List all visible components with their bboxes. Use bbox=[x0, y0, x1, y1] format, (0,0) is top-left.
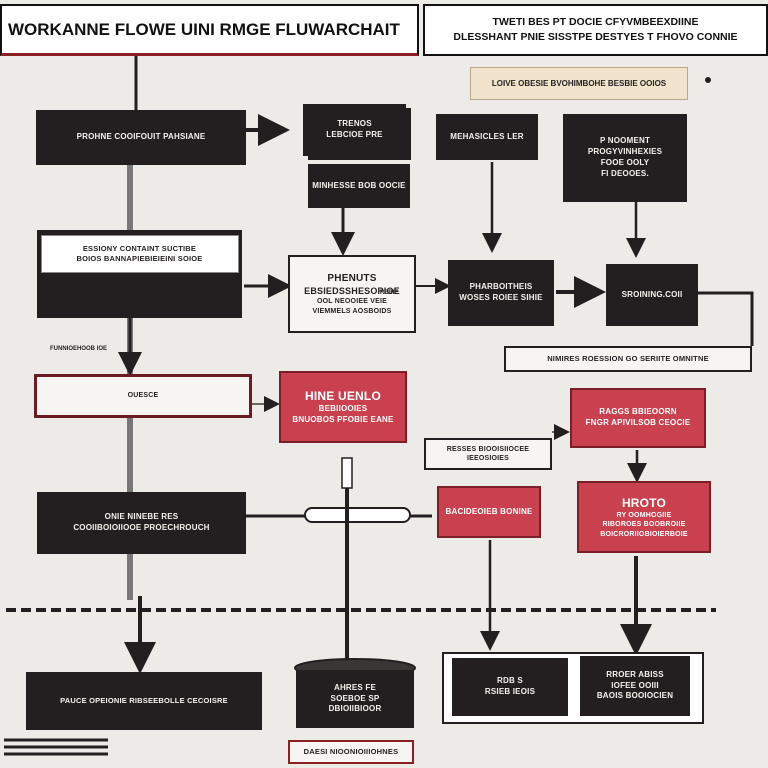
node-minhesse-label: MINHESSE BOB OOCIE bbox=[312, 180, 406, 190]
node-hroto-line2: RY OOMHOGIIE bbox=[616, 511, 672, 519]
node-hine-line1: HINE UENLO bbox=[304, 389, 381, 404]
node-phoments-line1: P NOOMENT bbox=[599, 136, 651, 146]
page-title-text: WORKANNE FLOWE UINI RMGE FLUWARCHAIT bbox=[8, 19, 400, 39]
node-raggs[interactable]: RAGGS BBIEOORN FNGR APIVILSOB CEOCIE bbox=[570, 388, 706, 448]
page-subtitle: TWETI BES PT DOCIE CFYVMBEEXDIINE DLESSH… bbox=[423, 4, 768, 56]
banner-note: LOIVE OBESIE BVOHIMBOHE BESBIE OOIOS bbox=[470, 67, 688, 100]
node-duee-line2: SOEBOE SP bbox=[330, 693, 380, 703]
node-essiony[interactable]: ESSIONY CONTAINT SUCTIBE BOIOS BANNAPIEB… bbox=[37, 230, 242, 318]
node-rdoe-line2: RSIEB IEOIS bbox=[484, 687, 536, 696]
node-essiony-line2: BOIOS BANNAPIEBIEIEINI SOIOE bbox=[76, 254, 203, 263]
node-rroer-line3: BAOIS BOOIOCIEN bbox=[596, 691, 674, 701]
node-phoments-line2: PROGYVINHEXIES bbox=[587, 147, 663, 157]
node-bottom-label[interactable]: DAESI NIOONIOIIIOHNES bbox=[288, 740, 414, 764]
left-side-label: FUNNIOEHOOB IOE bbox=[50, 346, 108, 352]
node-hroto-line1: HROTO bbox=[621, 495, 667, 510]
node-ouesce[interactable]: OUESCE bbox=[34, 374, 252, 418]
page-title: WORKANNE FLOWE UINI RMGE FLUWARCHAIT bbox=[0, 4, 419, 56]
node-phenuts-line4: VIEMMELS AOSBOIDS bbox=[312, 307, 392, 315]
node-onie-line1: ONIE NINEBE RES bbox=[104, 512, 179, 522]
pipe-cap bbox=[341, 457, 353, 489]
subtitle-line-2: DLESSHANT PNIE SISSTPE DESTYES T FHOVO C… bbox=[453, 31, 738, 43]
node-trenos[interactable]: TRENOS LEBCIOE PRE bbox=[303, 104, 406, 156]
banner-text: LOIVE OBESIE BVOHIMBOHE BESBIE OOIOS bbox=[491, 79, 667, 88]
node-raggs-line1: RAGGS BBIEOORN bbox=[599, 407, 677, 417]
node-rdoe-line1: RDB S bbox=[497, 676, 523, 686]
node-hine-line3: BNUOBOS PFOBIE EANE bbox=[292, 415, 394, 425]
node-hine-line2: BEBIIOOIES bbox=[318, 404, 368, 414]
node-hine[interactable]: HINE UENLO BEBIIOOIES BNUOBOS PFOBIE EAN… bbox=[279, 371, 407, 443]
node-duee-line1: AHRES FE bbox=[333, 682, 377, 692]
node-nimires-label: NIMIRES ROESSION GO SERIITE OMNITNE bbox=[547, 353, 709, 363]
node-essiony-panel: ESSIONY CONTAINT SUCTIBE BOIOS BANNAPIEB… bbox=[40, 235, 239, 273]
node-pharboit[interactable]: PHARBOITHEIS WOSES ROIEE SIHIE bbox=[448, 260, 554, 326]
node-resses-label: RESSES BIOOISIIOCEE IEEOSIOIES bbox=[446, 445, 530, 462]
node-trenos-line1: TRENOS bbox=[337, 119, 372, 129]
node-rroer-line1: RROER ABISS bbox=[606, 669, 664, 679]
node-prohine-label: PROHNE COOIFOUIT PAHSIANE bbox=[76, 132, 206, 142]
node-raggs-line2: FNGR APIVILSOB CEOCIE bbox=[585, 418, 691, 427]
line-sroine-right bbox=[698, 291, 754, 346]
node-duee-line3: DBIOIIBIOOR bbox=[328, 704, 382, 714]
node-sroine[interactable]: SROINING.COII bbox=[606, 264, 698, 326]
node-rdoe[interactable]: RDB S RSIEB IEOIS bbox=[452, 658, 568, 716]
node-phoments-line4: FI DEOOES. bbox=[601, 168, 649, 178]
node-hroto-line4: BOICRORIIOBIOIERBOIE bbox=[600, 530, 688, 538]
dot-marker bbox=[705, 77, 711, 83]
node-bottom-label-text: DAESI NIOONIOIIIOHNES bbox=[303, 746, 399, 756]
node-essiony-line1: ESSIONY CONTAINT SUCTIBE bbox=[82, 243, 197, 253]
pipe-tube bbox=[304, 507, 411, 523]
node-nimires[interactable]: NIMIRES ROESSION GO SERIITE OMNITNE bbox=[504, 346, 752, 372]
node-mehasicles[interactable]: MEHASICLES LER bbox=[436, 114, 538, 160]
node-pharboit-line2: WOSES ROIEE SIHIE bbox=[459, 293, 543, 302]
node-phenuts[interactable]: PHENUTS EBSIEDSSHESOPIOE OOL NEOOIEE VEI… bbox=[288, 255, 416, 333]
node-rroer-line2: IOFEE OOIII bbox=[611, 680, 659, 690]
node-phenuts-line3: OOL NEOOIEE VEIE bbox=[317, 298, 387, 306]
node-pauce-label: PAUCE OPEIONIE RIBSEEBOLLE CECOISRE bbox=[60, 695, 228, 705]
node-pauce[interactable]: PAUCE OPEIONIE RIBSEEBOLLE CECOISRE bbox=[26, 672, 262, 730]
node-minhesse[interactable]: MINHESSE BOB OOCIE bbox=[308, 164, 410, 208]
subtitle-line-1: TWETI BES PT DOCIE CFYVMBEEXDIINE bbox=[492, 15, 699, 28]
node-pharboit-line1: PHARBOITHEIS bbox=[469, 282, 533, 292]
node-resses[interactable]: RESSES BIOOISIIOCEE IEEOSIOIES bbox=[424, 438, 552, 470]
node-bacoidre-label: BACIDEOIEB BONINE bbox=[445, 506, 533, 516]
node-phenuts-side-label: REBIE bbox=[380, 290, 399, 296]
node-phoments-line3: FOOE OOLY bbox=[600, 158, 650, 167]
node-hroto[interactable]: HROTO RY OOMHOGIIE RIBOROES BOOBROIIE BO… bbox=[577, 481, 711, 553]
node-onie-line2: COOIIBOIOIIOOE PROECHROUCH bbox=[73, 523, 210, 532]
node-hroto-line3: RIBOROES BOOBROIIE bbox=[602, 521, 686, 529]
node-phenuts-line1: PHENUTS bbox=[327, 272, 377, 284]
node-mehasicles-label: MEHASICLES LER bbox=[450, 131, 524, 141]
node-rroer[interactable]: RROER ABISS IOFEE OOIII BAOIS BOOIOCIEN bbox=[580, 656, 690, 716]
node-phoments[interactable]: P NOOMENT PROGYVINHEXIES FOOE OOLY FI DE… bbox=[563, 114, 687, 202]
node-prohine[interactable]: PROHNE COOIFOUIT PAHSIANE bbox=[36, 110, 246, 165]
node-bacoidre[interactable]: BACIDEOIEB BONINE bbox=[437, 486, 541, 538]
node-onie[interactable]: ONIE NINEBE RES COOIIBOIOIIOOE PROECHROU… bbox=[37, 492, 246, 554]
node-sroine-label: SROINING.COII bbox=[621, 289, 683, 299]
node-phenuts-line2: EBSIEDSSHESOPIOE bbox=[304, 286, 400, 297]
node-trenos-line2: LEBCIOE PRE bbox=[326, 130, 383, 139]
node-cylinder-duee[interactable]: AHRES FE SOEBOE SP DBIOIIBIOOR bbox=[296, 670, 414, 728]
node-ouesce-label: OUESCE bbox=[127, 392, 159, 400]
